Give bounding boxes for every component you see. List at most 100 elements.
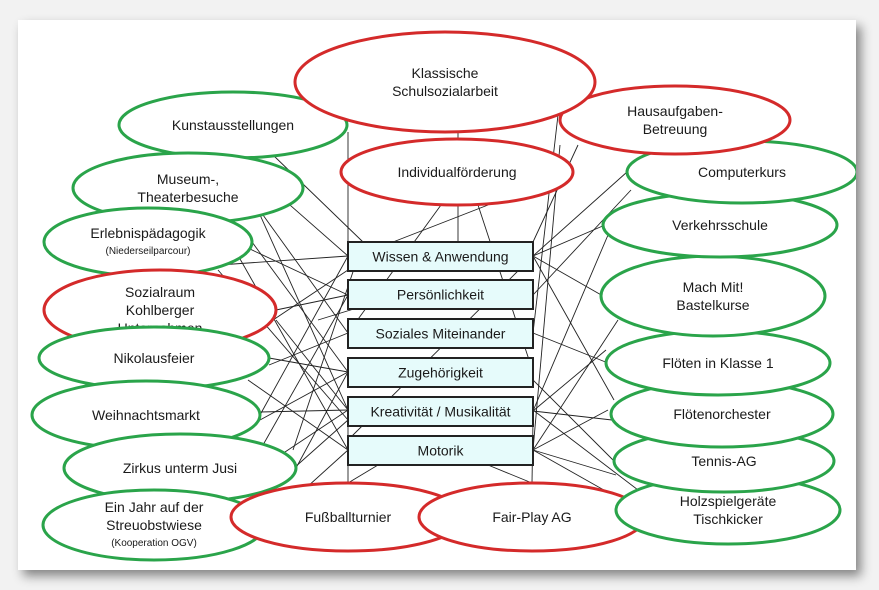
activity-node-kunst: Kunstausstellungen (117, 90, 349, 160)
connector-line-36 (532, 349, 607, 412)
goal-box-label-soziales: Soziales Miteinander (376, 326, 506, 342)
connector-line-7 (251, 241, 349, 373)
goal-box-motorik: Motorik (347, 435, 534, 466)
goal-box-rect-motorik (347, 435, 534, 466)
activity-label-museum: Theaterbesuche (137, 189, 238, 205)
goal-box-rect-kreativitaet (347, 396, 534, 427)
connector-line-16 (259, 409, 349, 413)
connector-line-50 (392, 204, 489, 243)
goal-box-label-zugehoerigkeit: Zugehörigkeit (398, 365, 483, 381)
activity-node-floetenorch: Flötenorchester (609, 379, 835, 449)
goal-box-soziales: Soziales Miteinander (347, 318, 534, 349)
activity-node-fairplay: Fair-Play AG (417, 481, 647, 553)
connector-line-33 (532, 255, 615, 401)
activity-node-fussball: Fußballturnier (229, 481, 467, 553)
goal-boxes: Wissen & AnwendungPersönlichkeitSoziales… (347, 241, 534, 466)
connector-line-26 (487, 464, 533, 484)
activity-node-verkehr: Verkehrsschule (601, 191, 839, 259)
connector-line-34 (532, 409, 609, 451)
connector-line-15 (259, 255, 349, 416)
connector-line-17 (259, 371, 349, 421)
activity-ellipse-individual (339, 137, 575, 207)
connector-line-40 (532, 234, 609, 412)
activity-label-sozialraum: Kohlberger (126, 302, 195, 318)
activity-label-holz: Holzspielgeräte (680, 493, 777, 509)
goal-box-wissen: Wissen & Anwendung (347, 241, 534, 272)
connector-line-13 (268, 332, 349, 366)
connector-line-30 (532, 449, 617, 476)
activity-node-hausaufgaben: Hausaufgaben- Betreuung (558, 84, 792, 156)
goal-box-label-persoenlichkeit: Persönlichkeit (397, 287, 484, 303)
activity-node-zirkus: Zirkus unterm Jusi (62, 432, 298, 504)
goal-box-label-kreativitaet: Kreativität / Musikalität (370, 404, 510, 420)
activity-label-erlebnis: Erlebnispädagogik (90, 225, 206, 241)
activity-label-hausaufgaben: Betreuung (643, 121, 708, 137)
activity-ellipse-erlebnis (42, 206, 254, 278)
activity-label-weihnacht: Weihnachtsmarkt (92, 407, 200, 423)
activity-label-streuobst: Ein Jahr auf der (105, 499, 204, 515)
connector-line-20 (272, 409, 349, 461)
connector-line-35 (532, 332, 609, 364)
activity-label-streuobst: (Kooperation OGV) (111, 538, 197, 549)
activity-label-museum: Museum-, (157, 171, 219, 187)
goal-box-label-wissen: Wissen & Anwendung (372, 249, 508, 265)
activity-ellipse-klassisch (293, 30, 597, 134)
goal-box-rect-zugehoerigkeit (347, 357, 534, 388)
connector-line-42 (532, 171, 628, 257)
activity-node-erlebnis: Erlebnispädagogik (Niederseilparcour) (42, 206, 254, 278)
activity-label-holz: Tischkicker (693, 511, 763, 527)
activity-label-streuobst: Streuobstwiese (106, 517, 202, 533)
activity-label-kunst: Kunstausstellungen (172, 117, 294, 133)
activity-label-computer: Computerkurs (698, 164, 786, 180)
goal-box-rect-wissen (347, 241, 534, 272)
goal-box-rect-soziales (347, 318, 534, 349)
connector-line-46 (532, 114, 559, 334)
connector-line-18 (295, 371, 349, 469)
connector-line-21 (292, 241, 364, 451)
activity-ellipse-hausaufgaben (558, 84, 792, 156)
activity-label-floeten1: Flöten in Klasse 1 (662, 355, 773, 371)
activity-label-machmit: Bastelkurse (676, 297, 749, 313)
connector-line-32 (532, 410, 613, 421)
activity-label-nikolaus: Nikolausfeier (114, 350, 195, 366)
activity-label-verkehr: Verkehrsschule (672, 217, 768, 233)
activity-label-machmit: Mach Mit! (683, 279, 744, 295)
activity-node-machmit: Mach Mit! Bastelkurse (599, 254, 827, 338)
connector-line-38 (532, 319, 619, 451)
activity-node-weihnacht: Weihnachtsmarkt (30, 379, 262, 451)
activity-label-fussball: Fußballturnier (305, 509, 392, 525)
connector-line-4 (262, 214, 349, 334)
connector-line-31 (532, 379, 615, 462)
goal-box-persoenlichkeit: Persönlichkeit (347, 279, 534, 310)
activity-label-hausaufgaben: Hausaufgaben- (627, 103, 723, 119)
connector-line-9 (275, 294, 349, 311)
connector-line-24 (347, 464, 379, 484)
activity-label-zirkus: Zirkus unterm Jusi (123, 460, 237, 476)
goal-box-rect-persoenlichkeit (347, 279, 534, 310)
goal-box-kreativitaet: Kreativität / Musikalität (347, 396, 534, 427)
activity-label-klassisch: Schulsozialarbeit (392, 83, 498, 99)
activity-label-sozialraum: Sozialraum (125, 284, 195, 300)
connector-line-37 (532, 255, 604, 297)
activity-label-erlebnis: (Niederseilparcour) (105, 246, 190, 257)
connector-line-44 (532, 144, 561, 451)
activity-label-klassisch: Klassische (412, 65, 479, 81)
connector-line-14 (247, 379, 349, 451)
connector-line-41 (532, 189, 632, 296)
activity-label-tennis: Tennis-AG (691, 453, 756, 469)
activity-ellipse-machmit (599, 254, 827, 338)
activity-label-floetenorch: Flötenorchester (673, 406, 771, 422)
goal-box-zugehoerigkeit: Zugehörigkeit (347, 357, 534, 388)
activity-label-fairplay: Fair-Play AG (492, 509, 571, 525)
activity-label-individual: Individualförderung (397, 164, 516, 180)
activity-node-floeten1: Flöten in Klasse 1 (604, 329, 832, 397)
connector-line-10 (275, 319, 349, 411)
connector-line-19 (262, 294, 349, 446)
goal-box-label-motorik: Motorik (418, 443, 465, 459)
activity-node-individual: Individualförderung (339, 137, 575, 207)
